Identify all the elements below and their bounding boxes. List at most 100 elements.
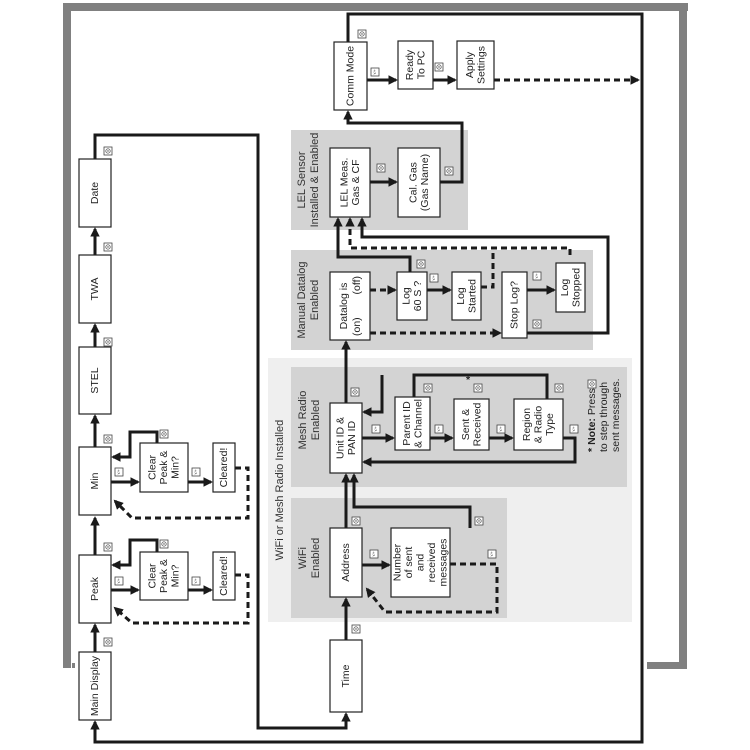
box-label: and — [415, 554, 427, 572]
enter-key-icon — [351, 624, 361, 634]
box-date[interactable]: Date — [78, 158, 112, 228]
box-label: To PC — [415, 50, 427, 79]
frame-bar — [63, 3, 71, 668]
yes-key-label: Y/+ — [194, 578, 198, 583]
box-label: Apply — [464, 51, 476, 78]
box-label: Ready — [404, 49, 416, 80]
region-label: WiFi or Mesh Radio Installed — [274, 420, 286, 561]
connector — [412, 373, 549, 399]
note-text: Press — [586, 388, 598, 418]
box-comm-mode[interactable]: Comm Mode — [333, 41, 368, 111]
frame-bar — [72, 663, 75, 668]
box-peak[interactable]: Peak — [78, 554, 112, 624]
box-label: Date — [89, 182, 101, 204]
yes-plus-key-icon: Y/+ — [114, 576, 124, 586]
yes-plus-key-icon: Y/+ — [191, 467, 201, 477]
box-main-display[interactable]: Main Display — [78, 651, 112, 721]
box-label: Log — [455, 287, 467, 305]
enter-key-icon — [350, 387, 360, 397]
enter-key-icon — [103, 146, 113, 156]
note-bold: Note: — [586, 418, 598, 445]
dashed-arrow — [113, 466, 250, 520]
box-label: received — [426, 543, 438, 583]
box-min[interactable]: Min — [78, 446, 112, 516]
enter-key-icon — [434, 62, 444, 72]
box-label: Clear — [147, 563, 159, 589]
box-cleared-2[interactable]: Cleared! — [212, 551, 236, 601]
dashed-connector — [481, 248, 495, 289]
box-datalog[interactable]: Datalog is(on)(off) — [329, 271, 371, 341]
enter-key-icon — [103, 542, 113, 552]
box-stel[interactable]: STEL — [78, 346, 112, 415]
box-label: Sent & — [460, 409, 472, 441]
enter-key-icon — [357, 29, 367, 39]
enter-key-icon — [103, 242, 113, 252]
yes-key-label: Y/+ — [372, 551, 376, 556]
enter-key-icon — [416, 259, 426, 269]
frame-bar — [63, 3, 688, 11]
enter-key-icon — [444, 166, 454, 176]
box-label: Stop Log? — [509, 281, 521, 329]
dashed-arrow — [113, 573, 250, 625]
arrow — [343, 110, 464, 184]
box-label: Clear — [147, 454, 159, 480]
frame-bar — [679, 3, 687, 669]
box-unit-id[interactable]: Unit ID &PAN ID — [329, 402, 363, 474]
enter-key-icon — [103, 637, 113, 647]
enter-key-icon — [532, 319, 542, 329]
enter-key-icon — [159, 429, 169, 439]
datalog-on-label: (on) — [351, 317, 363, 336]
key-icons: Y/+Y/+Y/+Y/+Y/+Y/+Y/+Y/+Y/+Y/+Y/+Y/+Y/+* — [103, 29, 579, 647]
enter-key-icon — [103, 434, 113, 444]
region-label: LEL Sensor — [296, 151, 308, 208]
box-cleared-1[interactable]: Cleared! — [212, 442, 236, 493]
box-label: Address — [340, 543, 352, 582]
yes-key-label: Y/+ — [194, 469, 198, 474]
yes-plus-key-icon: Y/+ — [191, 576, 201, 586]
yes-key-label: Y/+ — [432, 275, 436, 280]
box-lel-meas[interactable]: LEL Meas.Gas & CF — [329, 147, 371, 218]
arrow — [349, 473, 472, 528]
arrow — [357, 217, 610, 335]
datalog-off-label: (off) — [351, 276, 363, 294]
box-parent-id[interactable]: Parent ID& Channel — [394, 396, 431, 451]
yes-plus-key-icon: Y/+ — [532, 271, 542, 281]
box-label: LEL Meas. — [338, 158, 350, 208]
dashed-arrow — [365, 562, 499, 614]
box-label: Unit ID & — [334, 417, 346, 459]
box-label: Min? — [170, 564, 182, 587]
box-label: TWA — [89, 278, 101, 301]
note-line3: sent messages. — [610, 378, 622, 452]
enter-key-icon — [473, 383, 483, 393]
box-label: messages — [438, 539, 450, 587]
region-label: Mesh Radio — [297, 391, 309, 450]
box-twa[interactable]: TWA — [78, 254, 112, 324]
box-address[interactable]: Address — [329, 527, 363, 598]
box-label: Cleared! — [218, 448, 230, 488]
box-label: Cal. Gas — [407, 162, 419, 203]
box-label: Time — [340, 664, 352, 687]
box-label: Log — [559, 279, 571, 297]
box-cal-gas[interactable]: Cal. Gas(Gas Name) — [397, 147, 441, 218]
box-label: Type — [544, 413, 556, 436]
loop-to-time — [93, 133, 351, 730]
yes-key-label: Y/+ — [374, 426, 378, 431]
box-time[interactable]: Time — [329, 639, 363, 713]
box-stop-log[interactable]: Stop Log? — [501, 271, 528, 339]
region-label: Enabled — [310, 538, 322, 578]
arrow — [111, 538, 159, 570]
asterisk-marker: * — [466, 374, 471, 386]
box-sent-received[interactable]: Sent &Received — [453, 398, 490, 451]
box-label: Number — [392, 543, 404, 581]
box-label: Peak & — [158, 451, 170, 485]
